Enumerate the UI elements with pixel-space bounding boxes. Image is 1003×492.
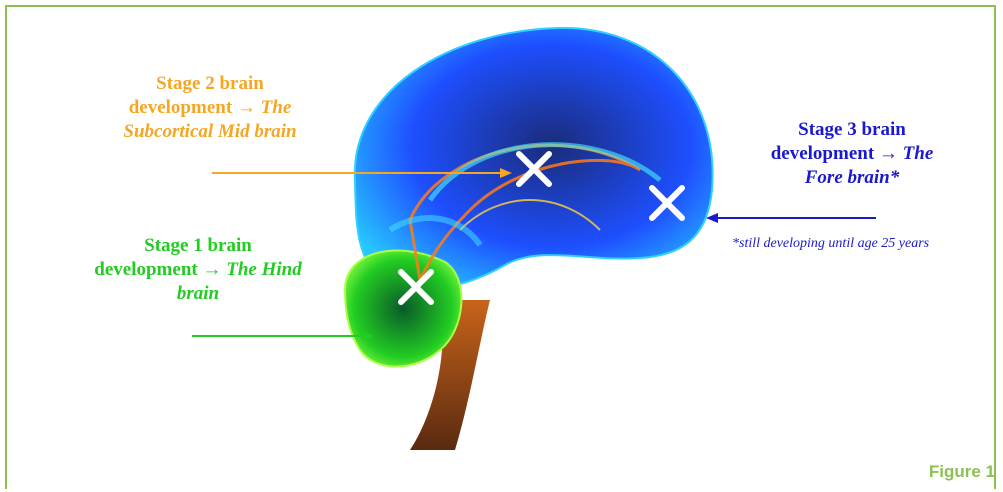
stage3-line2-italic: The — [903, 143, 934, 164]
stage1-label: Stage 1 brain development → The Hind bra… — [48, 234, 348, 306]
stage3-arrow-glyph: → — [879, 143, 898, 164]
stage2-line2-italic: The — [261, 97, 292, 118]
stage2-line1: Stage 2 brain — [80, 72, 340, 96]
stage1-line3: brain — [177, 283, 219, 304]
stage1-arrow-glyph: → — [202, 259, 221, 280]
stage2-line2-prefix: development — [129, 97, 232, 118]
stage2-line3: Subcortical Mid brain — [123, 121, 296, 142]
stage3-line1: Stage 3 brain — [722, 118, 982, 142]
stage1-line2-italic: The Hind — [226, 259, 301, 280]
stage2-label: Stage 2 brain development → The Subcorti… — [80, 72, 340, 144]
figure-caption: Figure 1 — [929, 462, 995, 482]
stage3-label: Stage 3 brain development → The Fore bra… — [722, 118, 982, 190]
stage1-arrow — [192, 331, 374, 341]
stage3-arrow — [706, 213, 876, 223]
stage3-line2-prefix: development — [771, 143, 874, 164]
forebrain-cortex — [355, 28, 713, 289]
stage2-arrow-glyph: → — [237, 97, 256, 118]
stage1-line1: Stage 1 brain — [48, 234, 348, 258]
forebrain-footnote: *still developing until age 25 years — [732, 234, 972, 253]
stage1-line2-prefix: development — [94, 259, 197, 280]
stage3-line3: Fore brain* — [805, 167, 900, 188]
